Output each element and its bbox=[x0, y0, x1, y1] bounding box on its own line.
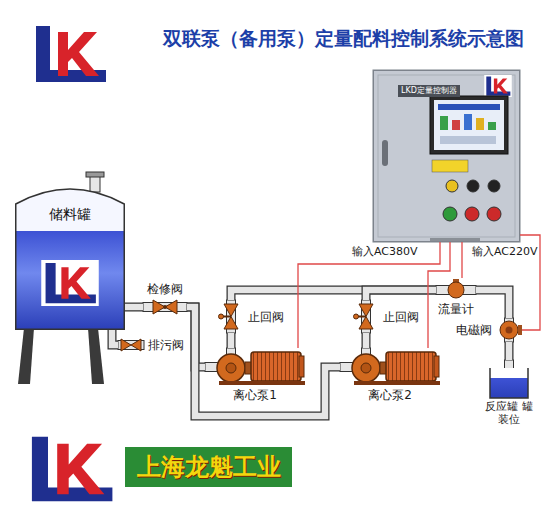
pipe bbox=[231, 290, 436, 300]
check-valve: 止回阀 bbox=[353, 300, 419, 333]
centrifugal-pump: 离心泵2 bbox=[340, 348, 440, 402]
maintenance-valve: 检修阀 bbox=[143, 282, 187, 318]
title: 双联泵（备用泵）定量配料控制系统示意图 bbox=[163, 27, 524, 49]
signal-wire bbox=[298, 242, 440, 348]
signal-wire bbox=[462, 242, 463, 278]
logo bbox=[25, 432, 117, 506]
symbol-area bbox=[353, 300, 379, 333]
solenoid-valve: 电磁阀 bbox=[456, 318, 522, 342]
solenoid-valve bbox=[500, 318, 522, 342]
node-label: 储料罐 bbox=[15, 206, 125, 222]
storage-tank: 储料罐 bbox=[15, 180, 125, 330]
node-label: 反应罐 罐装位 bbox=[484, 400, 534, 426]
pipe bbox=[366, 290, 436, 300]
power-input-label: 输入AC380V bbox=[352, 245, 418, 258]
company-banner: 上海龙魁工业 bbox=[125, 447, 292, 487]
symbol-area bbox=[143, 296, 187, 318]
drain-valve bbox=[118, 339, 144, 351]
flow-meter bbox=[436, 279, 476, 298]
pump-symbol bbox=[340, 348, 440, 385]
power-input-label: 输入AC220V bbox=[472, 245, 538, 258]
node-label: 检修阀 bbox=[147, 282, 183, 296]
node-label: LKD定量控制器 bbox=[398, 85, 460, 97]
pipe bbox=[187, 307, 340, 416]
symbol-area bbox=[340, 348, 440, 388]
centrifugal-pump: 离心泵1 bbox=[205, 348, 305, 402]
node-label: 止回阀 bbox=[248, 310, 284, 324]
flow-meter: 流量计 bbox=[436, 278, 476, 316]
symbol-area bbox=[118, 336, 144, 354]
node-label: 电磁阀 bbox=[456, 323, 492, 337]
symbol-area bbox=[496, 318, 522, 342]
check-valve bbox=[354, 300, 374, 333]
symbol-area bbox=[436, 278, 476, 302]
maintenance-valve bbox=[143, 300, 187, 314]
node-label: 止回阀 bbox=[383, 310, 419, 324]
reaction-tank: 反应罐 罐装位 bbox=[484, 360, 534, 426]
check-valve bbox=[219, 300, 239, 333]
reaction-tank bbox=[490, 360, 528, 398]
pipe bbox=[112, 330, 118, 345]
pipe bbox=[476, 290, 509, 318]
pipe bbox=[231, 333, 232, 348]
node-label: 上海龙魁工业 bbox=[137, 453, 281, 481]
drain-valve: 排污阀 bbox=[118, 336, 184, 354]
node-label: 离心泵2 bbox=[368, 388, 412, 402]
check-valve: 止回阀 bbox=[218, 300, 284, 333]
symbol-area bbox=[484, 360, 534, 400]
control-cabinet: LKD定量控制器 bbox=[373, 70, 520, 242]
control-cabinet bbox=[373, 70, 520, 242]
tank-outline bbox=[15, 180, 125, 330]
signal-wire bbox=[428, 242, 450, 348]
node-label: 排污阀 bbox=[148, 338, 184, 352]
logo bbox=[30, 22, 110, 86]
pump-symbol bbox=[205, 348, 305, 385]
symbol-area bbox=[205, 348, 305, 388]
pipe bbox=[366, 333, 367, 348]
pipe bbox=[509, 342, 510, 360]
symbol-area bbox=[218, 300, 244, 333]
tank-legs bbox=[18, 328, 104, 384]
node-label: 流量计 bbox=[438, 302, 474, 316]
tank-nozzle bbox=[86, 172, 104, 192]
pipe bbox=[125, 307, 143, 308]
node-label: 离心泵1 bbox=[233, 388, 277, 402]
